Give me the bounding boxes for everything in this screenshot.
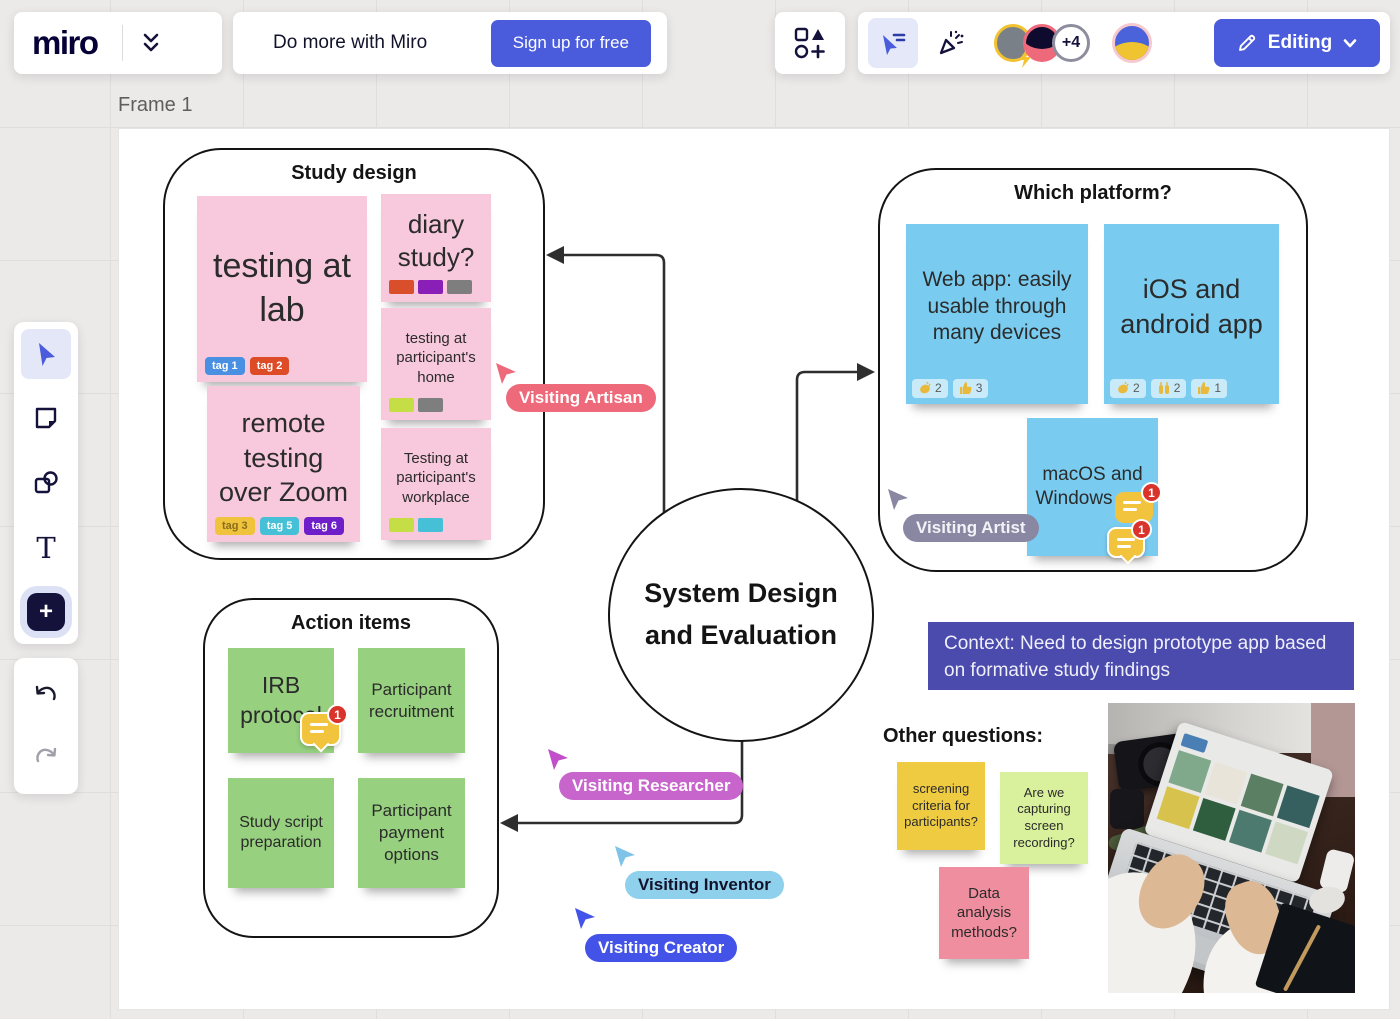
miro-logo[interactable]: miro — [32, 24, 99, 61]
shapes-icon — [34, 471, 58, 494]
group-study-design[interactable]: Study design — [163, 148, 545, 560]
text-tool[interactable]: T — [36, 530, 56, 565]
confetti-icon — [939, 30, 964, 55]
frame-title[interactable]: Frame 1 — [118, 94, 193, 116]
note-testing-home[interactable]: testing at participant's home — [381, 308, 491, 420]
color-tags — [389, 398, 443, 412]
reaction-thumbs-up[interactable]: 3 — [952, 378, 989, 398]
thumbs-up-emoji-icon — [1198, 382, 1210, 395]
tag-5[interactable]: tag 5 — [259, 516, 300, 535]
avatar-self[interactable] — [1112, 23, 1152, 63]
group-which-platform[interactable]: Which platform? — [878, 168, 1308, 572]
note-testing-at-lab[interactable]: testing at lab tag 1 tag 2 — [197, 196, 367, 382]
shapes-picker-icon[interactable] — [793, 26, 827, 60]
sticky-note-tool[interactable] — [21, 394, 71, 444]
add-more-tools-button[interactable]: + — [21, 587, 71, 637]
undo-icon — [35, 685, 56, 701]
clap-emoji-icon — [920, 381, 931, 394]
promo-text: Do more with Miro — [273, 32, 428, 53]
double-chevron-down-icon[interactable] — [139, 30, 163, 56]
group-action-items[interactable]: Action items — [203, 598, 499, 938]
color-tags — [389, 518, 443, 532]
creation-toolbar: T + — [14, 322, 78, 644]
editing-mode-button[interactable]: Editing — [1214, 19, 1380, 67]
reaction-clap[interactable]: 2 — [1110, 378, 1146, 398]
comment-badge[interactable]: 1 — [1107, 519, 1152, 558]
comment-badge[interactable]: 1 — [1115, 482, 1162, 523]
center-topic-circle[interactable]: System Design and Evaluation — [608, 488, 874, 742]
note-ios-android-app[interactable]: iOS and android app 2 2 1 — [1104, 224, 1279, 404]
tag-3[interactable]: tag 3 — [215, 516, 255, 535]
note-data-analysis[interactable]: Data analysis methods? — [939, 867, 1029, 959]
note-remote-zoom[interactable]: remote testing over Zoom tag 3 tag 5 tag… — [207, 386, 360, 542]
tag-1[interactable]: tag 1 — [205, 356, 245, 375]
note-irb-protocol[interactable]: IRB protocol — [228, 648, 334, 753]
undo-button[interactable] — [21, 670, 71, 720]
frames-card — [775, 12, 845, 74]
reaction-thumbs-up[interactable]: 1 — [1191, 378, 1228, 398]
chevron-down-icon — [1343, 39, 1357, 48]
comment-badge[interactable]: 1 — [300, 704, 348, 746]
note-web-app[interactable]: Web app: easily usable through many devi… — [906, 224, 1088, 404]
reaction-raised-hands[interactable]: 2 — [1150, 378, 1187, 398]
inventor-cursor-icon — [615, 846, 635, 867]
tag-2[interactable]: tag 2 — [249, 356, 290, 375]
pencil-icon — [1238, 34, 1255, 51]
artist-cursor-icon — [888, 489, 908, 510]
creator-cursor-icon — [575, 908, 595, 929]
redo-button[interactable] — [21, 732, 71, 782]
other-questions-title[interactable]: Other questions: — [883, 725, 1044, 747]
group-action-items-title: Action items — [290, 612, 412, 634]
cursor-tool-icon — [883, 33, 906, 55]
reactions-button[interactable] — [926, 18, 976, 68]
clap-emoji-icon — [1118, 381, 1129, 394]
redo-icon — [36, 747, 57, 763]
group-study-design-title: Study design — [291, 162, 417, 184]
signup-button[interactable]: Sign up for free — [490, 19, 651, 67]
history-toolbar — [14, 658, 78, 794]
context-text-box[interactable]: Context: Need to design prototype app ba… — [928, 622, 1354, 690]
cursor-label-artisan: Visiting Artisan — [506, 384, 656, 412]
collaborator-cursors-toggle[interactable] — [868, 18, 918, 68]
avatar-overflow[interactable]: +4 — [1052, 24, 1090, 62]
raised-hands-emoji-icon — [1158, 382, 1169, 395]
note-screening-criteria[interactable]: screening criteria for participants? — [897, 762, 985, 850]
collaborator-avatars[interactable]: +4 — [994, 24, 1090, 68]
group-which-platform-title: Which platform? — [1014, 182, 1172, 204]
promo-card: Do more with Miro Sign up for free — [233, 12, 667, 74]
divider — [121, 25, 123, 61]
note-study-script[interactable]: Study script preparation — [228, 778, 334, 888]
reaction-clap[interactable]: 2 — [912, 378, 948, 398]
plus-icon: + — [27, 593, 65, 631]
tag-6[interactable]: tag 6 — [304, 516, 345, 535]
cursor-label-researcher: Visiting Researcher — [559, 772, 744, 800]
collab-toolbar-card: +4 Editing — [858, 12, 1390, 74]
cursor-label-artist: Visiting Artist — [903, 514, 1039, 542]
color-tags — [389, 280, 472, 294]
sticky-note-icon — [35, 407, 57, 428]
lightning-icon — [1019, 50, 1031, 68]
note-participant-payment[interactable]: Participant payment options — [358, 778, 465, 888]
thumbs-up-emoji-icon — [959, 382, 972, 395]
note-screen-recording[interactable]: Are we capturing screen recording? — [1000, 772, 1088, 864]
shapes-tool[interactable] — [21, 458, 71, 508]
note-testing-workplace[interactable]: Testing at participant's workplace — [381, 428, 491, 540]
select-cursor-icon — [39, 343, 55, 366]
select-tool[interactable] — [21, 329, 71, 379]
cursor-label-inventor: Visiting Inventor — [625, 871, 784, 899]
logo-card: miro — [14, 12, 222, 74]
researcher-cursor-icon — [548, 749, 568, 770]
cursor-label-creator: Visiting Creator — [585, 934, 738, 962]
note-participant-recruitment[interactable]: Participant recruitment — [358, 648, 465, 753]
note-diary-study[interactable]: diary study? — [381, 194, 491, 302]
desk-photo[interactable] — [1108, 703, 1355, 993]
artisan-cursor-icon — [496, 363, 516, 384]
